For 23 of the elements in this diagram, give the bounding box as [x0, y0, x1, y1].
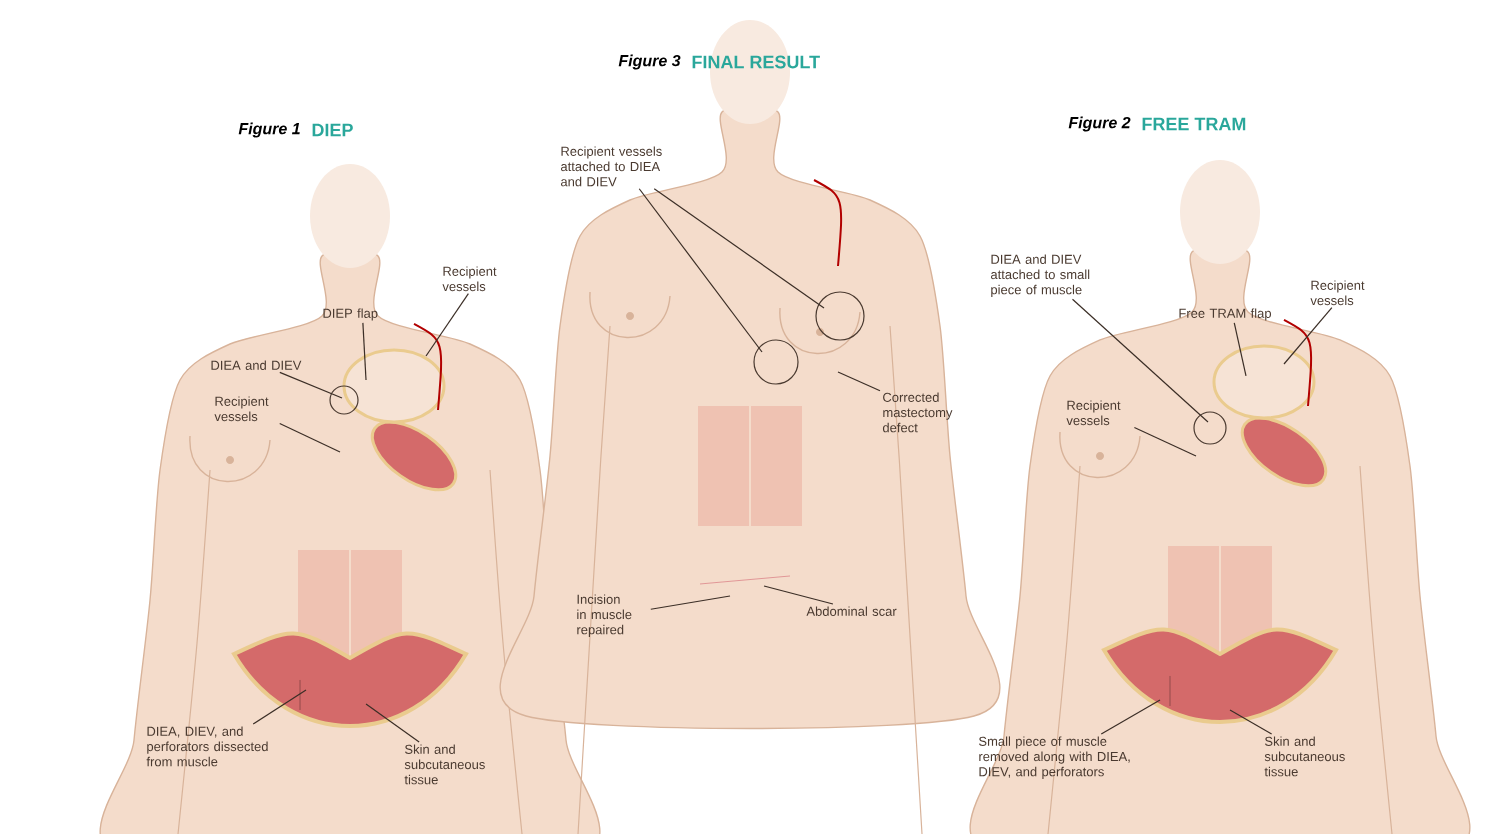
figure-number: Figure 3	[618, 54, 681, 70]
figure-title: FREE TRAM	[1142, 117, 1246, 131]
leader-line	[252, 689, 307, 725]
leader-line	[365, 703, 420, 743]
leader-line	[1233, 322, 1247, 377]
figure-number: Figure 2	[1068, 116, 1131, 132]
figure-title: FINAL RESULT	[692, 55, 820, 69]
leader-line	[279, 422, 341, 453]
leader-line	[1071, 298, 1209, 423]
leader-line	[837, 371, 881, 392]
leader-line	[763, 585, 834, 605]
leader-line	[279, 371, 343, 399]
leader-line	[653, 188, 825, 309]
figure-number: Figure 1	[238, 122, 300, 138]
leader-line	[1229, 709, 1273, 735]
leader-line	[1100, 699, 1161, 735]
leader-line	[650, 595, 731, 610]
leader-line	[362, 322, 367, 381]
leader-line	[425, 292, 469, 357]
figure-title: DIEP	[312, 123, 353, 137]
leader-line	[638, 188, 763, 353]
leader-line	[1133, 426, 1197, 457]
leader-line	[1283, 306, 1333, 365]
